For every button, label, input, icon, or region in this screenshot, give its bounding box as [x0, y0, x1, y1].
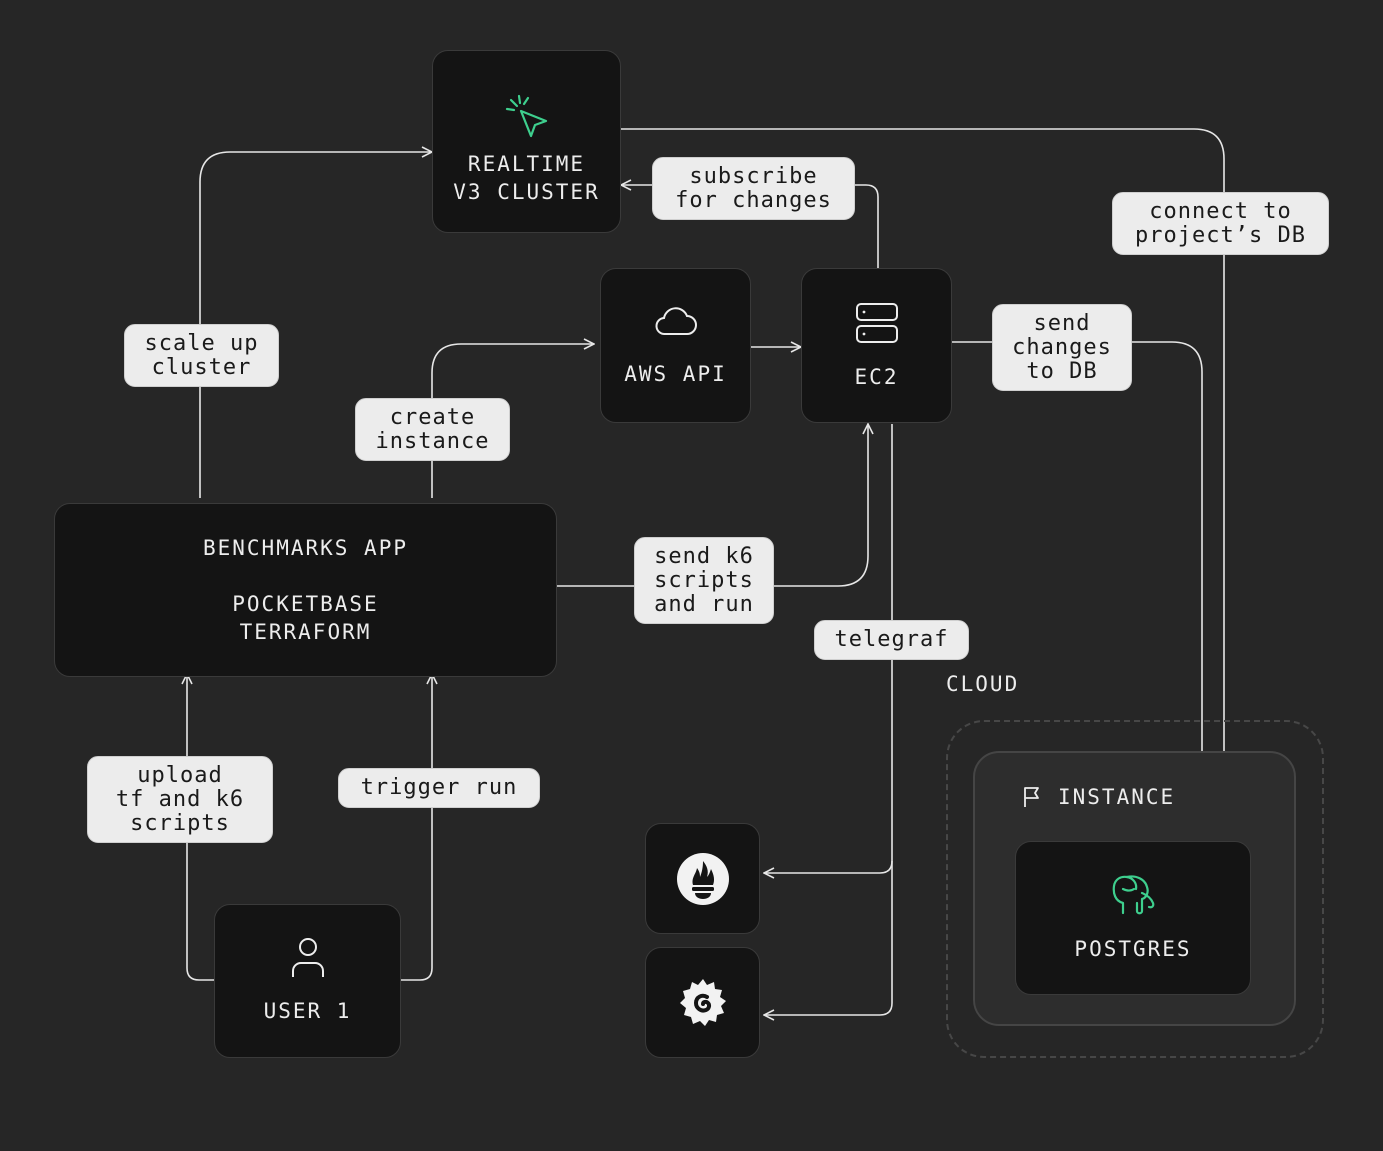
- edge-trigger: [401, 674, 432, 981]
- node-aws-api[interactable]: AWS API: [600, 268, 751, 423]
- edge-create-instance: [431, 344, 594, 498]
- label-trigger-run: trigger run: [338, 768, 540, 808]
- edge-subscribe: [621, 185, 879, 268]
- node-benchmarks-app[interactable]: BENCHMARKS APP POCKETBASE TERRAFORM: [54, 503, 557, 677]
- node-ec2[interactable]: EC2: [801, 268, 952, 423]
- label-create-instance: create instance: [355, 398, 510, 461]
- postgres-label: POSTGRES: [1074, 937, 1192, 961]
- edge-send-changes: [952, 341, 1202, 842]
- aws-api-label: AWS API: [624, 361, 727, 386]
- server-icon: [855, 302, 898, 343]
- label-connect-db: connect to project’s DB: [1112, 192, 1329, 255]
- node-user[interactable]: USER 1: [214, 904, 401, 1058]
- node-realtime-cluster[interactable]: REALTIME V3 CLUSTER: [432, 50, 621, 233]
- grafana-icon: [679, 978, 726, 1026]
- user-icon: [291, 938, 324, 977]
- edge-scale-up: [199, 152, 432, 498]
- prometheus-icon: [676, 852, 729, 905]
- cloud-title: CLOUD: [946, 672, 1020, 696]
- label-telegraf: telegraf: [814, 620, 969, 660]
- label-send-k6: send k6 scripts and run: [634, 537, 774, 624]
- instance-label: INSTANCE: [1058, 785, 1176, 809]
- node-grafana[interactable]: [645, 947, 760, 1058]
- cloud-icon: [655, 306, 697, 335]
- label-send-changes: send changes to DB: [992, 304, 1132, 391]
- edge-upload: [187, 674, 214, 981]
- label-upload: upload tf and k6 scripts: [87, 756, 273, 843]
- node-postgres[interactable]: POSTGRES: [1015, 841, 1251, 995]
- ec2-label: EC2: [854, 364, 899, 389]
- instance-header: INSTANCE: [1022, 785, 1175, 809]
- postgres-elephant-icon: [1112, 875, 1155, 915]
- edge-send-k6: [557, 424, 868, 587]
- benchmarks-label: BENCHMARKS APP POCKETBASE TERRAFORM: [202, 536, 408, 644]
- flag-icon: [1024, 787, 1039, 807]
- realtime-label: REALTIME V3 CLUSTER: [453, 151, 600, 204]
- node-prometheus[interactable]: [645, 823, 760, 934]
- cursor-click-icon: [505, 94, 547, 137]
- cloud-region: [946, 720, 1324, 1058]
- edge-telegraf-grafana: [764, 861, 893, 1015]
- label-scale-up: scale up cluster: [124, 324, 279, 387]
- label-subscribe: subscribe for changes: [652, 157, 855, 220]
- edge-connect-db: [621, 128, 1224, 842]
- user-label: USER 1: [263, 999, 352, 1023]
